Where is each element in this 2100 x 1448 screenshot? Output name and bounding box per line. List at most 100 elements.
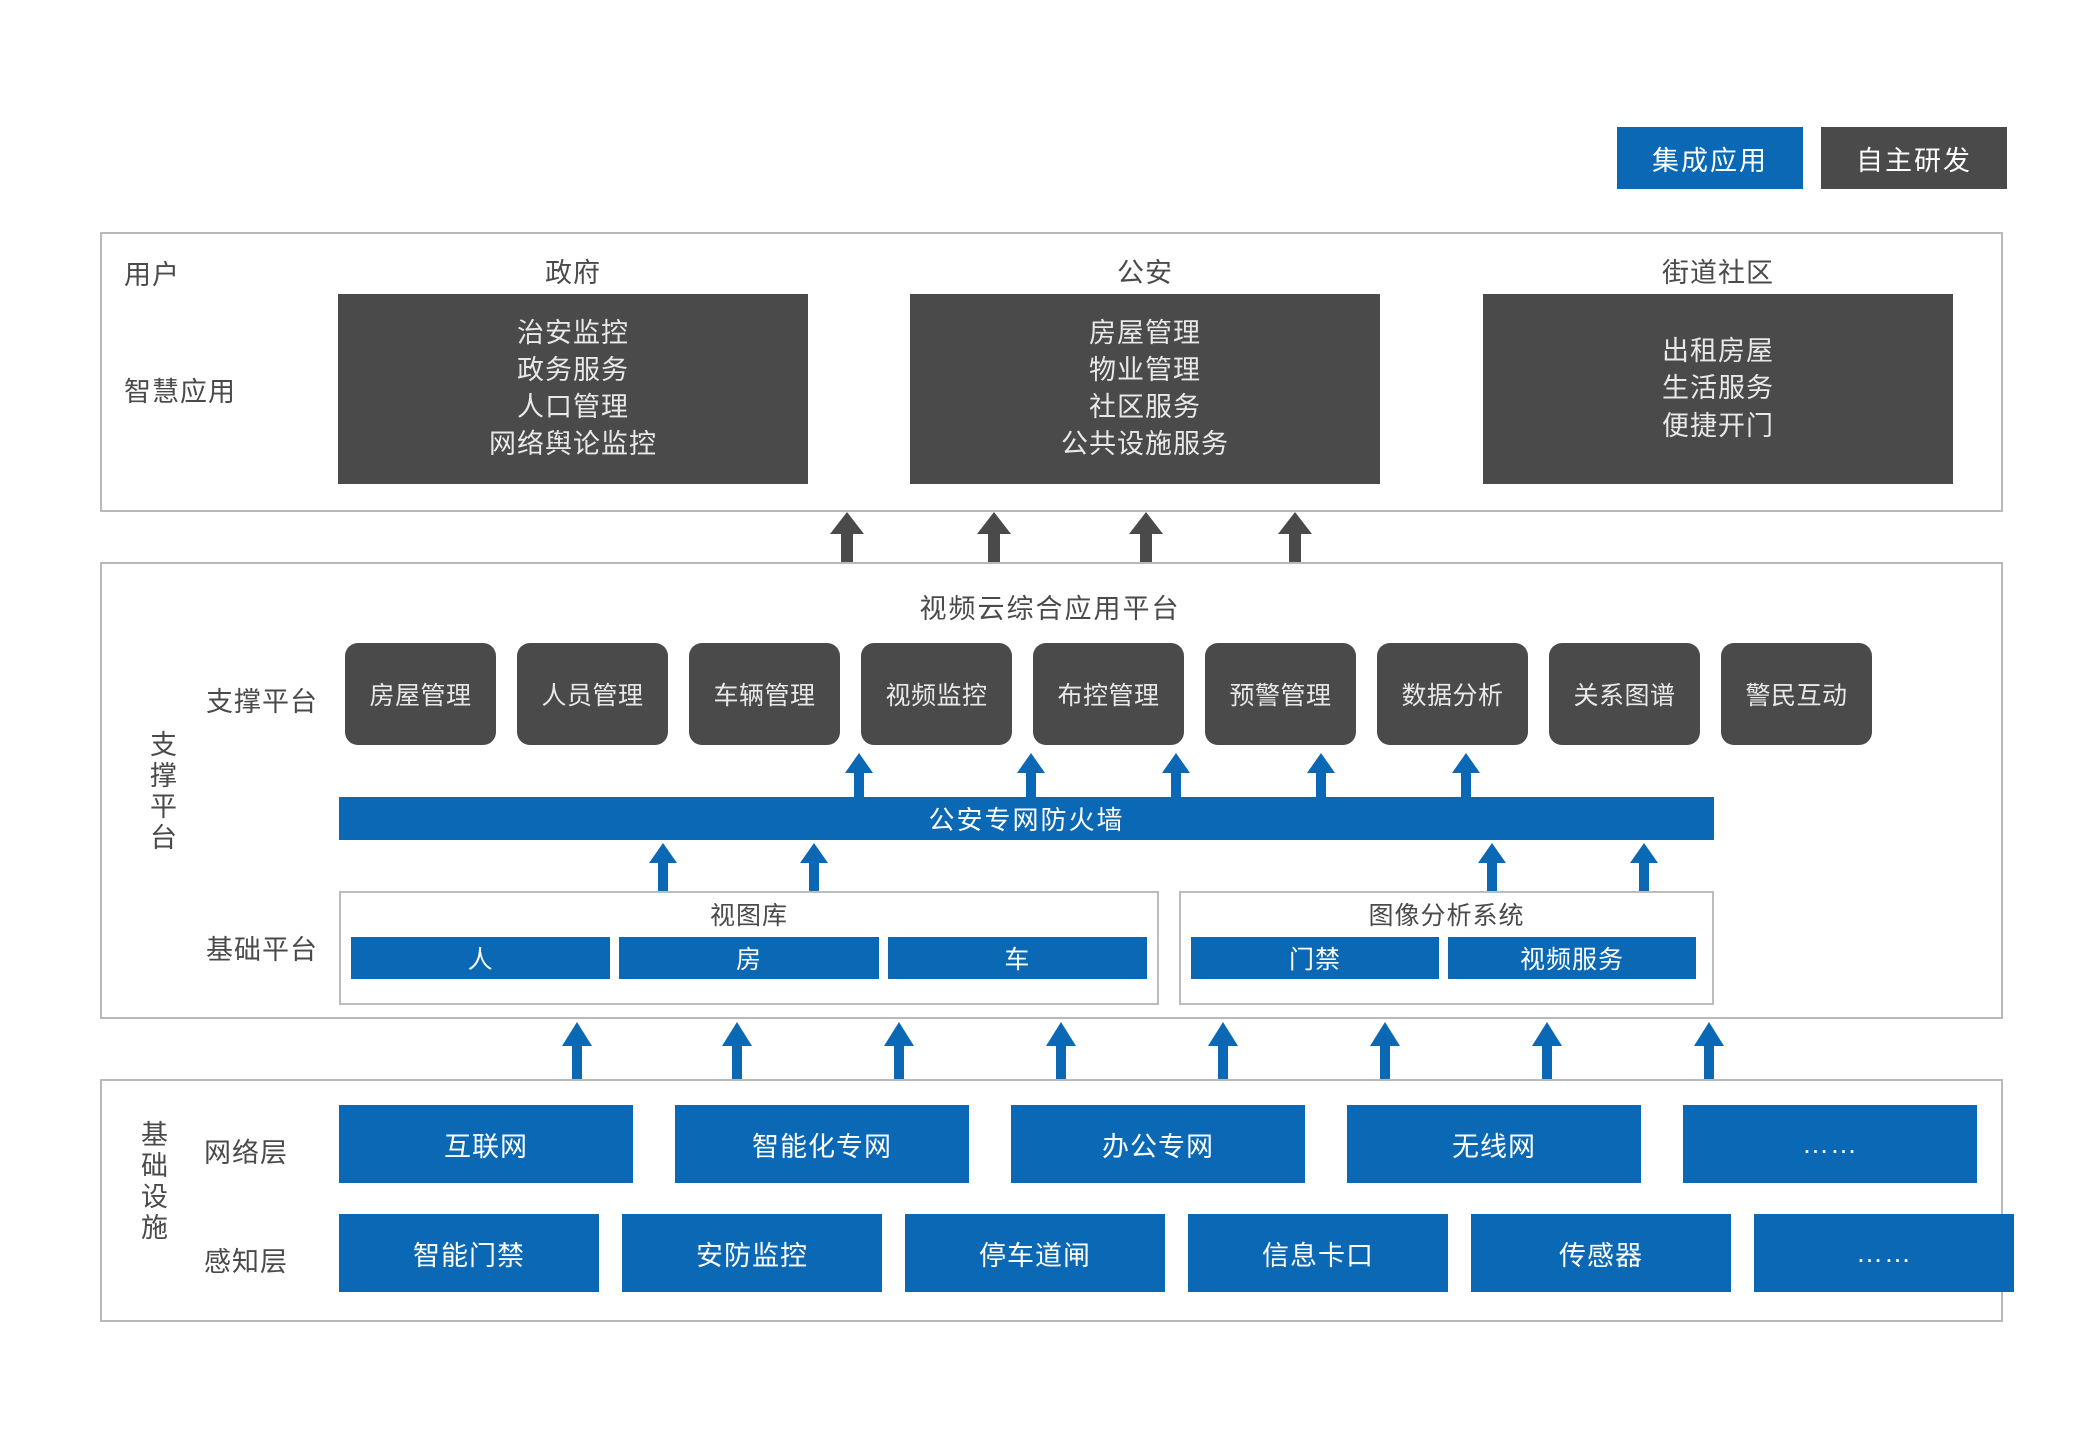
platform-title: 视频云综合应用平台 [919,594,1181,624]
infra-label-information-checkpoint: 信息卡口 [1262,1240,1374,1271]
arrow-platform-to-application-4 [1278,512,1312,562]
sensing-layer-row: 智能门禁 安防监控 停车道闸 信息卡口 传感器 …… [339,1214,2014,1292]
legend-item-integrated-application: 集成应用 [1617,127,1803,189]
app-column-public-security: 公安 房屋管理 物业管理 社区服务 公共设施服务 [910,252,1380,484]
app-column-street-community: 街道社区 出租房屋 生活服务 便捷开门 [1483,252,1953,484]
infra-box-parking-barrier[interactable]: 停车道闸 [905,1214,1165,1292]
module-police-citizen-interaction[interactable]: 警民互动 [1721,643,1872,745]
base-group-title-image-analysis: 图像分析系统 [1368,902,1525,930]
infra-box-office-private-network[interactable]: 办公专网 [1011,1105,1305,1183]
base-chip-row-view-library: 人 房 车 [341,937,1157,979]
arrow-base-to-firewall-1 [649,843,677,891]
label-base-platform: 基础平台 [206,935,318,965]
infra-box-internet[interactable]: 互联网 [339,1105,633,1183]
network-layer-row: 互联网 智能化专网 办公专网 无线网 …… [339,1105,1977,1183]
base-chip-video-service[interactable]: 视频服务 [1448,937,1696,979]
infra-label-security-surveillance: 安防监控 [696,1240,808,1271]
base-chip-vehicle[interactable]: 车 [887,937,1147,979]
app-column-title-street-community: 街道社区 [1662,258,1774,288]
app-item-government-3: 网络舆论监控 [489,429,657,460]
module-vehicle-management[interactable]: 车辆管理 [689,643,840,745]
base-chip-row-image-analysis: 门禁 视频服务 [1181,937,1712,979]
app-item-public-security-0: 房屋管理 [1089,317,1201,348]
arrow-base-to-firewall-3 [1478,843,1506,891]
label-support-platform: 支撑平台 [206,687,318,717]
label-smart-apps: 智慧应用 [124,377,236,407]
arrow-firewall-to-module-1 [845,753,873,799]
arrow-firewall-to-module-2 [1017,753,1045,799]
arrow-base-to-firewall-4 [1630,843,1658,891]
app-column-title-government: 政府 [545,258,601,288]
app-item-government-0: 治安监控 [517,317,629,348]
arrow-platform-to-application-3 [1129,512,1163,562]
module-label-7: 关系图谱 [1573,682,1676,710]
arrow-platform-to-application-1 [830,512,864,562]
app-item-government-2: 人口管理 [517,392,629,422]
legend-item-self-developed: 自主研发 [1821,127,2007,189]
infra-label-sensor: 传感器 [1559,1240,1643,1271]
app-item-street-community-0: 出租房屋 [1662,336,1774,367]
arrow-firewall-to-module-3 [1162,753,1190,799]
app-column-government: 政府 治安监控 政务服务 人口管理 网络舆论监控 [338,252,808,484]
arrow-platform-to-application-2 [977,512,1011,562]
app-card-public-security: 房屋管理 物业管理 社区服务 公共设施服务 [910,294,1380,484]
base-chip-access-control[interactable]: 门禁 [1191,937,1439,979]
module-house-management[interactable]: 房屋管理 [345,643,496,745]
arrow-infra-to-base-5 [1208,1022,1238,1079]
infra-box-information-checkpoint[interactable]: 信息卡口 [1188,1214,1448,1292]
infra-box-security-surveillance[interactable]: 安防监控 [622,1214,882,1292]
module-label-4: 布控管理 [1057,682,1160,710]
app-item-street-community-1: 生活服务 [1662,373,1774,404]
infra-box-intelligent-private-network[interactable]: 智能化专网 [675,1105,969,1183]
infra-label-smart-access-control: 智能门禁 [413,1240,525,1271]
arrow-infra-to-base-1 [562,1022,592,1079]
infra-box-sensing-more[interactable]: …… [1754,1214,2014,1292]
base-chip-label-access-control: 门禁 [1288,946,1341,974]
infra-label-internet: 互联网 [444,1131,528,1162]
infra-label-parking-barrier: 停车道闸 [979,1240,1091,1271]
base-chip-label-vehicle: 车 [1004,946,1031,974]
legend: 集成应用 自主研发 [1617,127,2007,189]
module-personnel-management[interactable]: 人员管理 [517,643,668,745]
app-item-public-security-2: 社区服务 [1089,392,1201,422]
app-item-street-community-2: 便捷开门 [1662,410,1774,441]
firewall-bar: 公安专网防火墙 [339,797,1714,840]
module-label-0: 房屋管理 [369,682,472,710]
module-label-1: 人员管理 [541,682,644,710]
infra-label-sensing-more: …… [1856,1237,1912,1268]
base-chip-person[interactable]: 人 [351,937,611,979]
label-infrastructure-vertical: 基础设施 [137,1120,167,1244]
arrow-firewall-to-module-5 [1452,753,1480,799]
infra-box-smart-access-control[interactable]: 智能门禁 [339,1214,599,1292]
module-deployment-control[interactable]: 布控管理 [1033,643,1184,745]
module-early-warning[interactable]: 预警管理 [1205,643,1356,745]
infra-label-wireless-network: 无线网 [1452,1131,1536,1162]
arrow-infra-to-base-8 [1694,1022,1724,1079]
module-data-analysis[interactable]: 数据分析 [1377,643,1528,745]
arrow-infra-to-base-2 [722,1022,752,1079]
label-sensing-layer: 感知层 [204,1247,288,1277]
app-card-government: 治安监控 政务服务 人口管理 网络舆论监控 [338,294,808,484]
base-chip-label-house: 房 [735,946,762,974]
base-group-image-analysis: 图像分析系统 门禁 视频服务 [1179,891,1714,1005]
legend-label-integrated: 集成应用 [1652,145,1768,176]
infra-box-wireless-network[interactable]: 无线网 [1347,1105,1641,1183]
base-chip-house[interactable]: 房 [619,937,879,979]
arrow-infra-to-base-4 [1046,1022,1076,1079]
infra-label-network-more: …… [1802,1128,1858,1159]
label-support-platform-vertical: 支撑平台 [146,730,176,854]
arrow-firewall-to-module-4 [1307,753,1335,799]
arrow-infra-to-base-6 [1370,1022,1400,1079]
legend-label-self-developed: 自主研发 [1856,145,1972,176]
module-label-3: 视频监控 [885,682,988,710]
label-users: 用户 [124,260,180,290]
module-video-surveillance[interactable]: 视频监控 [861,643,1012,745]
app-item-public-security-1: 物业管理 [1089,354,1201,385]
infra-box-network-more[interactable]: …… [1683,1105,1977,1183]
infra-box-sensor[interactable]: 传感器 [1471,1214,1731,1292]
base-chip-label-person: 人 [467,946,494,974]
module-relationship-graph[interactable]: 关系图谱 [1549,643,1700,745]
firewall-label: 公安专网防火墙 [928,805,1125,835]
arrow-base-to-firewall-2 [800,843,828,891]
